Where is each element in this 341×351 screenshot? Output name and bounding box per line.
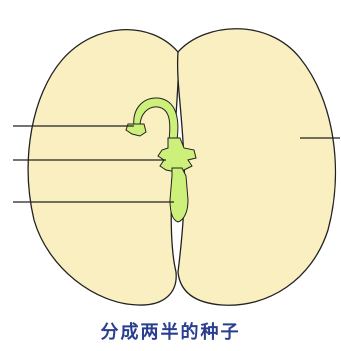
diagram-caption: 分成两半的种子 — [100, 322, 241, 343]
cotyledon-left — [27, 28, 180, 306]
radicle — [169, 167, 189, 223]
plumule-tip — [125, 123, 147, 137]
cotyledon-right — [176, 28, 337, 306]
